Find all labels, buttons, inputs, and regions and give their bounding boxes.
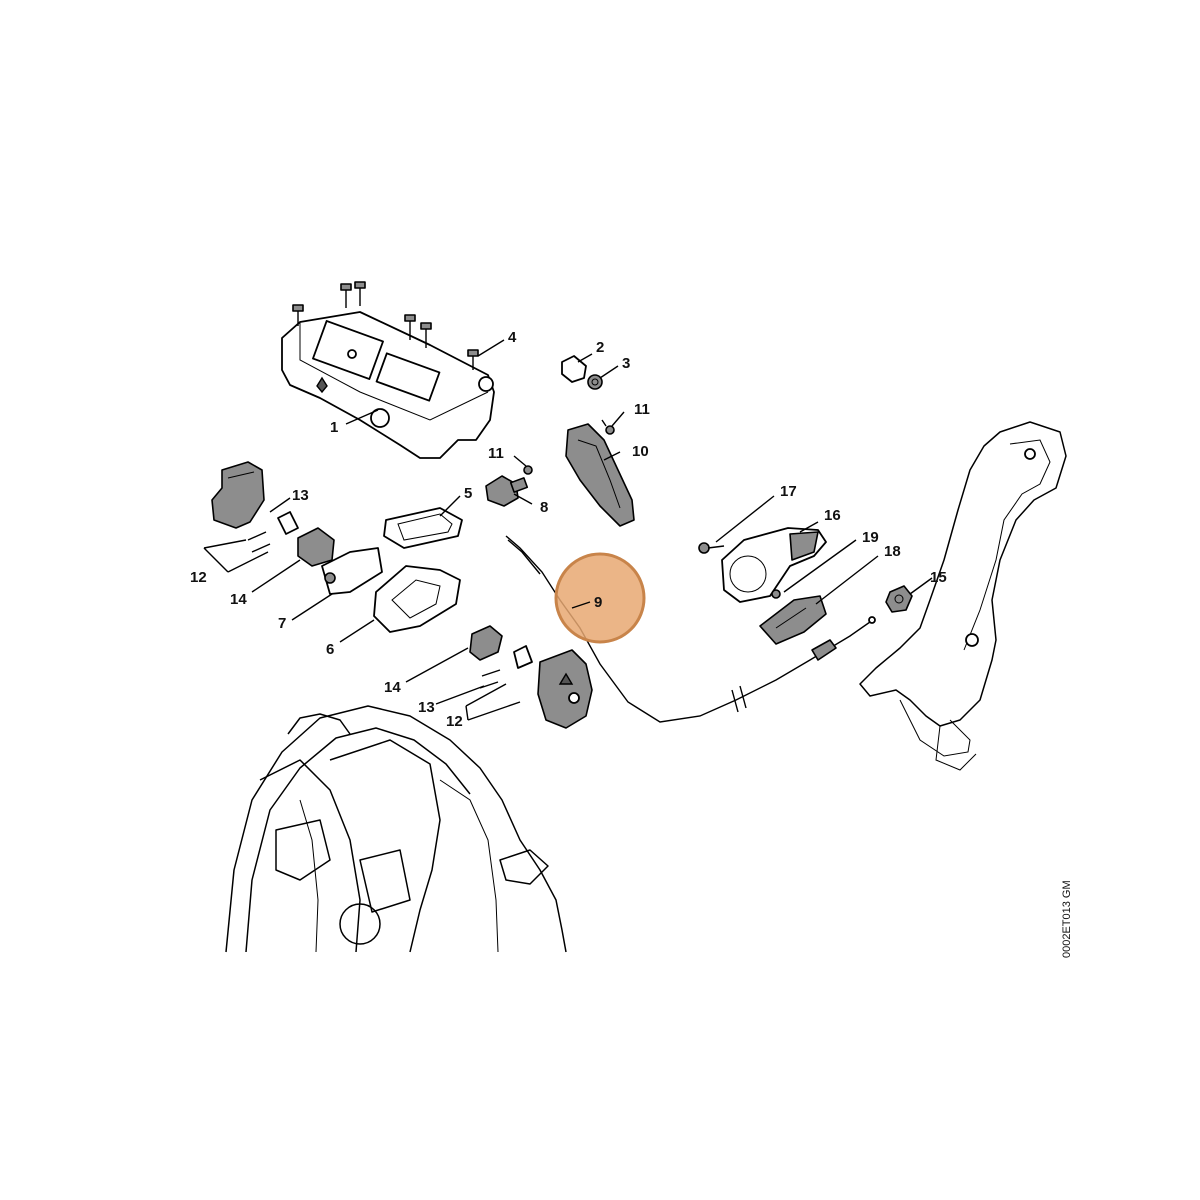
screw: [420, 322, 432, 348]
callout-12-lower: 12: [446, 713, 463, 730]
part-7-slider: [321, 547, 383, 595]
part-1-housing: [281, 311, 495, 459]
part-12-pin-upper: [247, 531, 271, 553]
part-14-lever-lower: [469, 625, 503, 661]
trigger-upper: [211, 461, 265, 529]
callout-8: 8: [540, 499, 548, 516]
part-17-screw: [698, 542, 725, 554]
screw: [404, 314, 416, 340]
part-13-spring-upper: [277, 511, 299, 535]
part-10-cover: [565, 423, 635, 527]
callout-10: 10: [632, 443, 649, 460]
diagram-reference: 0002ET013 GM: [1061, 880, 1073, 958]
callout-13-upper: 13: [292, 487, 309, 504]
part-15-nut: [885, 585, 913, 613]
callout-3: 3: [622, 355, 630, 372]
callout-13-lower: 13: [418, 699, 435, 716]
callout-18: 18: [884, 543, 901, 560]
part-2-cap: [561, 355, 587, 383]
highlight-callout-9[interactable]: 9: [554, 552, 646, 644]
part-5-plate: [383, 507, 463, 549]
screw: [354, 281, 366, 306]
handle-frame: [859, 421, 1067, 771]
part-16-handle-half: [721, 527, 827, 603]
callout-5: 5: [464, 485, 472, 502]
main-housing: [225, 705, 567, 953]
callout-15: 15: [930, 569, 947, 586]
callout-11-lower: 11: [488, 445, 504, 462]
callout-1: 1: [330, 419, 338, 436]
part-11-screw-upper: [601, 419, 615, 435]
callout-4: 4: [508, 329, 517, 346]
callout-14-lower: 14: [384, 679, 401, 696]
part-8-connector: [485, 475, 529, 507]
callout-17: 17: [780, 483, 797, 500]
part-9-throttle-cable: [505, 535, 876, 723]
leader-lines: [203, 339, 933, 721]
screw: [467, 349, 479, 370]
part-18-lever: [759, 595, 827, 645]
callout-9-label: 9: [594, 594, 602, 611]
part-6-grip: [373, 565, 461, 633]
callout-19: 19: [862, 529, 879, 546]
part-4-screws: [292, 281, 479, 370]
callout-2: 2: [596, 339, 604, 356]
trigger-lower: [537, 649, 593, 729]
callout-16: 16: [824, 507, 841, 524]
part-3-nut: [587, 374, 603, 390]
part-19-screw: [771, 589, 781, 599]
part-11-screw-lower: [523, 465, 533, 475]
screw: [292, 304, 304, 326]
callout-11-upper: 11: [634, 401, 650, 418]
callout-labels: 1 2 3 4 5 6 7 8 10 11 11 12 12 13 13 14 …: [190, 329, 947, 730]
part-14-lever-upper: [297, 527, 335, 567]
callout-6: 6: [326, 641, 334, 658]
callout-7: 7: [278, 615, 286, 632]
callout-12-upper: 12: [190, 569, 207, 586]
callout-14-upper: 14: [230, 591, 247, 608]
screw: [340, 283, 352, 308]
